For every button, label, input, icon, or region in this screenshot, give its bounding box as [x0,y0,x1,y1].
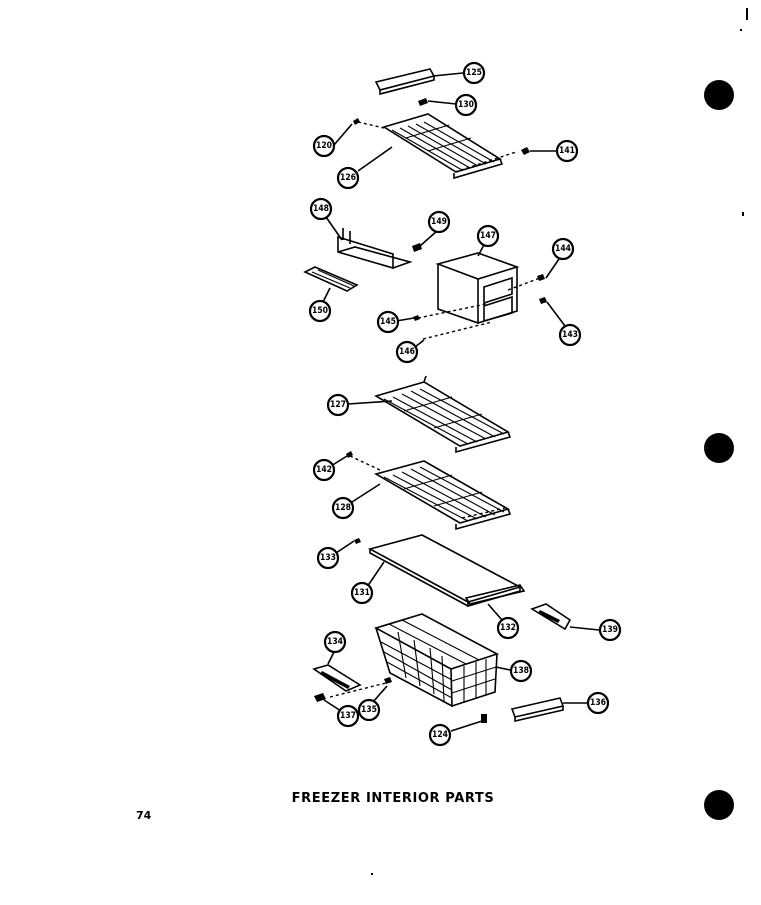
callout-134: 134 [323,630,347,654]
scan-speck [742,212,744,216]
binder-hole [704,433,734,463]
callout-131: 131 [350,581,374,605]
svg-text:127: 127 [330,400,346,410]
svg-text:134: 134 [327,637,343,647]
callout-136: 136 [586,691,610,715]
ice-tray [303,266,359,292]
callout-149: 149 [427,210,451,234]
svg-text:136: 136 [590,698,606,708]
callout-127: 127 [326,393,350,417]
wire-shelf-middle [374,375,512,454]
scan-speck [746,8,748,20]
binder-hole [704,790,734,820]
svg-text:141: 141 [559,146,575,156]
trim-strip-top [374,68,436,96]
shelf-support [530,603,572,631]
callout-128: 128 [331,496,355,520]
binder-hole [704,80,734,110]
callout-130: 130 [454,93,478,117]
callout-143: 143 [558,323,582,347]
svg-text:137: 137 [340,711,356,721]
svg-text:148: 148 [313,204,329,214]
callout-146: 146 [395,340,419,364]
shelf-rail [337,228,413,270]
svg-text:145: 145 [380,317,396,327]
shelf-trim-front [464,584,526,605]
svg-text:131: 131 [354,588,370,598]
callout-133: 133 [316,546,340,570]
svg-text:120: 120 [316,141,332,151]
svg-text:138: 138 [513,666,529,676]
svg-text:132: 132 [500,623,516,633]
svg-text:125: 125 [466,68,482,78]
callout-125: 125 [462,61,486,85]
callout-135: 135 [357,698,381,722]
page-number: 74 [136,809,152,822]
wire-shelf-top [382,113,504,180]
svg-text:135: 135 [361,705,377,715]
callout-120: 120 [312,134,336,158]
callout-148: 148 [309,197,333,221]
ice-bin-assembly [435,252,520,325]
callout-147: 147 [476,224,500,248]
svg-text:139: 139 [602,625,618,635]
basket-slide-left [312,664,362,692]
wire-basket [373,613,500,708]
svg-text:124: 124 [432,730,448,740]
clip-part [412,243,422,252]
callout-145: 145 [376,310,400,334]
screw-part [418,98,428,106]
glass-shelf [367,534,523,608]
callout-144: 144 [551,237,575,261]
svg-text:150: 150 [312,306,328,316]
callout-137: 137 [336,704,360,728]
svg-text:146: 146 [399,347,415,357]
svg-text:143: 143 [562,330,578,340]
wire-shelf-lower [373,460,512,531]
svg-text:149: 149 [431,217,447,227]
svg-text:130: 130 [458,100,474,110]
callout-142: 142 [312,458,336,482]
callout-139: 139 [598,618,622,642]
callout-141: 141 [555,139,579,163]
callout-126: 126 [336,166,360,190]
svg-text:142: 142 [316,465,332,475]
basket-slide-right [510,697,565,723]
callout-132: 132 [496,616,520,640]
callout-150: 150 [308,299,332,323]
svg-text:128: 128 [335,503,351,513]
svg-text:147: 147 [480,231,496,241]
callout-138: 138 [509,659,533,683]
callout-124: 124 [428,723,452,747]
scan-speck [740,29,742,31]
svg-text:126: 126 [340,173,356,183]
svg-text:133: 133 [320,553,336,563]
svg-text:144: 144 [555,244,571,254]
diagram-caption: FREEZER INTERIOR PARTS [291,791,495,806]
scan-speck [371,873,373,875]
